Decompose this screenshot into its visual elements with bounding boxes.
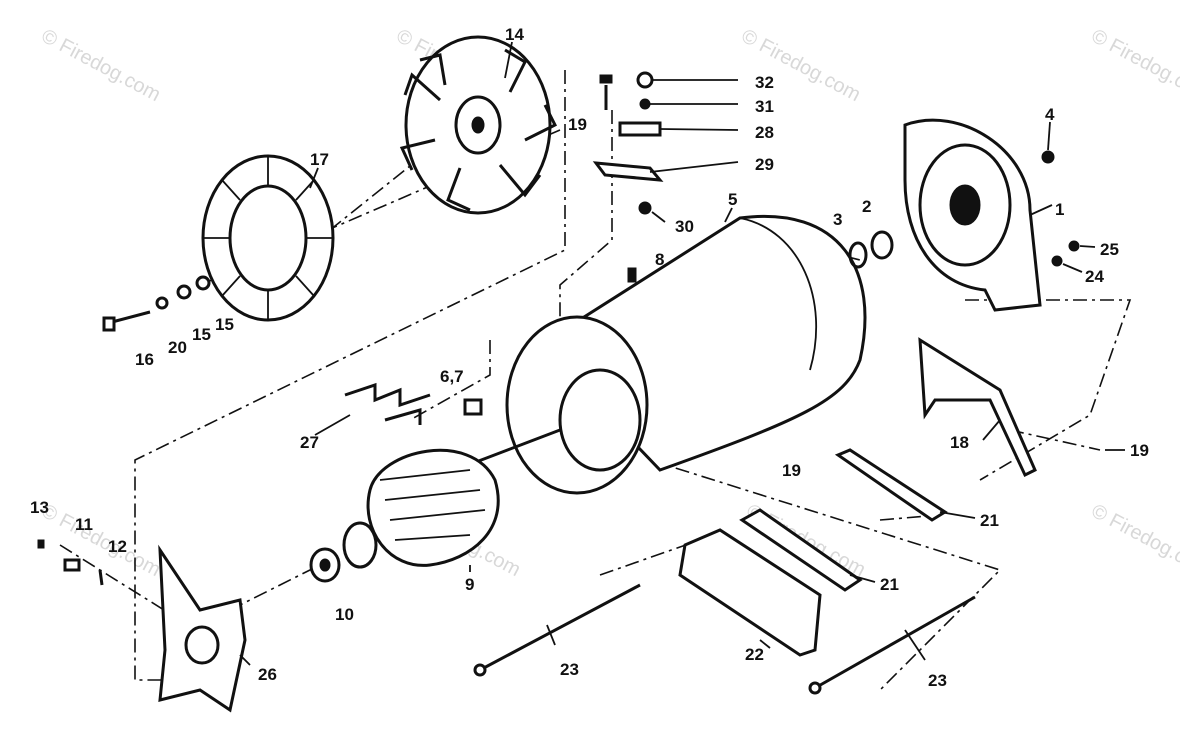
callout-label: 15 [215,315,234,334]
callout-label: 15 [192,325,211,344]
callout-label: 2 [862,197,871,216]
callout-label: 29 [755,155,774,174]
callout-label: 12 [108,537,127,556]
callout-label: 5 [728,190,737,209]
callout-label: 30 [675,217,694,236]
callout-label: 19 [568,115,587,134]
callout-label: 26 [258,665,277,684]
callout-label: 14 [505,25,524,44]
watermark: © Firedog.com [38,500,164,581]
base-part [473,448,976,695]
callout-label: 17 [310,150,329,169]
rotor-part [309,428,561,583]
callout-label: 18 [950,433,969,452]
end-bell-part [848,118,1080,312]
callout-label: 25 [1100,240,1119,259]
brush-assembly-part [344,382,483,425]
callout-label: 22 [745,645,764,664]
callout-label: 16 [135,350,154,369]
callout-label: 20 [168,338,187,357]
watermark: © Firedog.com [1088,25,1180,106]
watermark: © Firedog.com [38,25,164,106]
callout-label: 6,7 [440,367,464,386]
callout-label: 32 [755,73,774,92]
bolt-washers-part [102,275,211,332]
fan-guard-part [201,154,335,322]
callout-label: 27 [300,433,319,452]
callout-label: 23 [560,660,579,679]
callout-label: 19 [782,461,801,480]
callout-label: 10 [335,605,354,624]
callout-label: 19 [1130,441,1149,460]
callout-label: 24 [1085,267,1104,286]
callout-label: 8 [655,250,664,269]
callout-label: 1 [1055,200,1064,219]
cover-part [918,337,1037,478]
adapter-spider-part [37,539,247,713]
fan-part [399,35,558,215]
callout-label: 9 [465,575,474,594]
callout-label: 28 [755,123,774,142]
callout-label: 13 [30,498,49,517]
watermark: © Firedog.com [738,25,864,106]
callout-label: 21 [880,575,899,594]
callout-label: 11 [75,515,93,534]
callout-label: 4 [1045,105,1055,124]
callouts: 14 17 16 20 15 15 19 32 31 28 29 30 5 8 … [30,25,1149,690]
callout-label: 3 [833,210,842,229]
watermark: © Firedog.com [1088,500,1180,581]
callout-label: 23 [928,671,947,690]
stator-housing-part [505,215,867,495]
bracket-hardware-part [592,71,664,215]
leader-lines [239,41,1125,666]
callout-label: 21 [980,511,999,530]
callout-label: 31 [755,97,774,116]
